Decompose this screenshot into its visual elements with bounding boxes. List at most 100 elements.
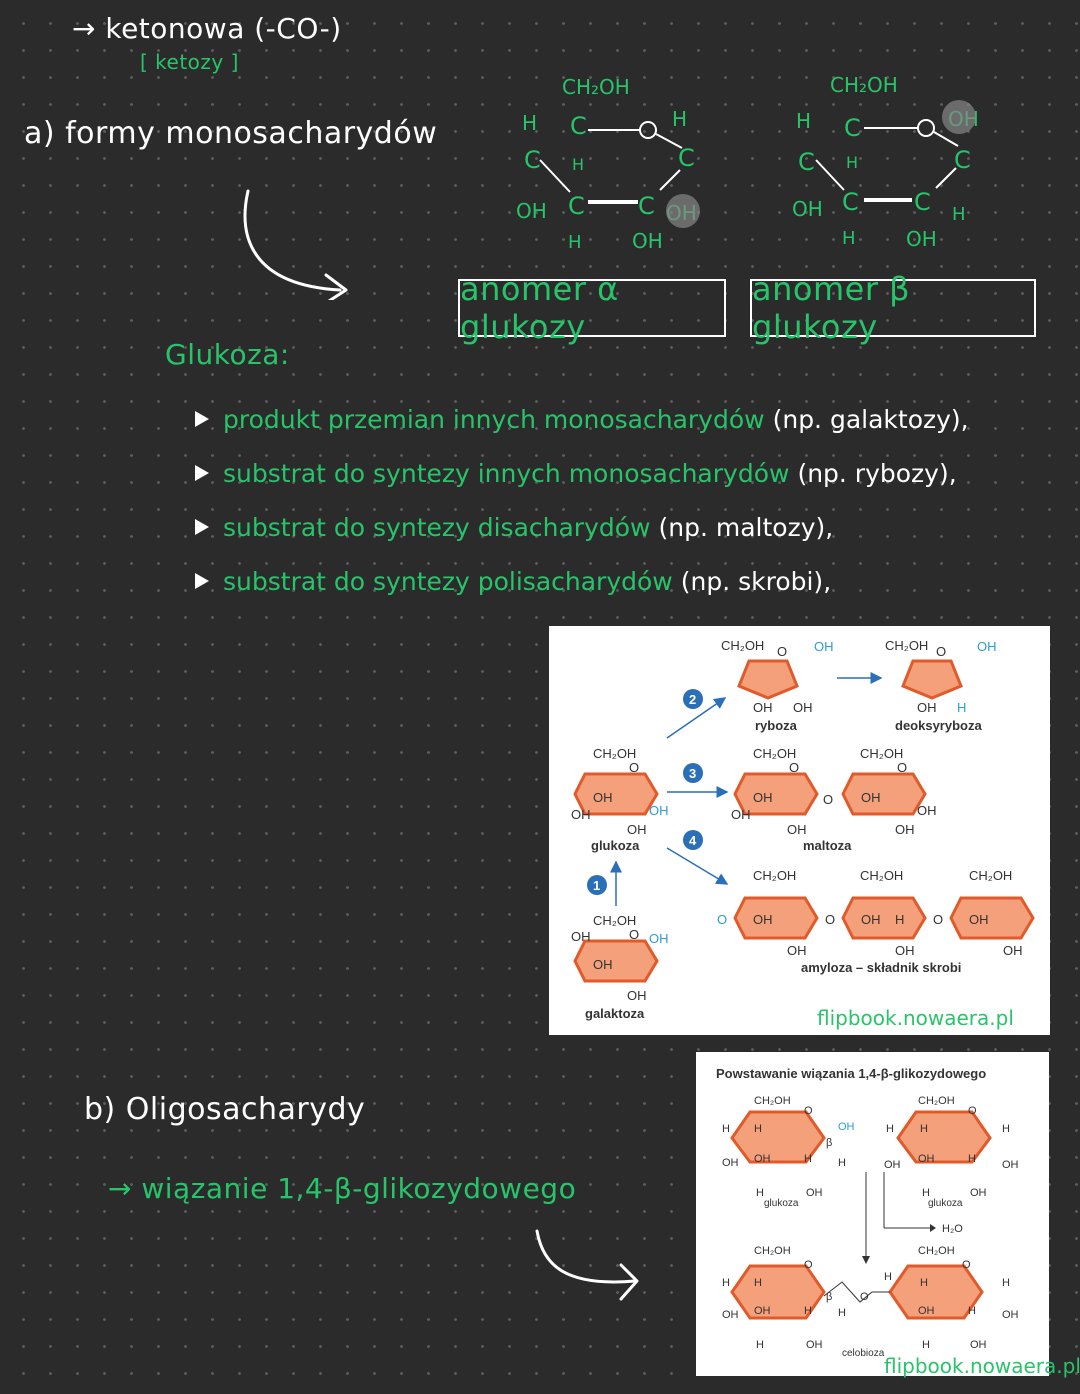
glukoza-bullets: produkt przemian innych monosacharydów (… (195, 392, 1055, 608)
alpha-anomer-label: anomer α glukozy (458, 270, 726, 346)
curved-arrow-icon (243, 189, 348, 300)
amylose-label: amyloza – składnik skrobi (801, 960, 961, 975)
beta-h-left: H (796, 109, 811, 133)
curved-arrow-icon-2 (535, 1229, 639, 1301)
galactose-label: galaktoza (585, 1006, 645, 1021)
alpha-oh-c4: OH (516, 199, 547, 223)
fig2-h-2: H (754, 1123, 762, 1135)
alpha-ch2oh: CH₂OH (562, 75, 630, 99)
bullet-green-text: substrat do syntezy innych monosacharydó… (223, 458, 790, 488)
step-4: 4 (689, 833, 697, 848)
fig2-o-2: O (968, 1105, 977, 1117)
fig2-oh-5: OH (884, 1159, 901, 1171)
beta-h-c3: H (842, 228, 856, 249)
deoxyribose-label: deoksyryboza (895, 718, 982, 733)
fig2-ch2oh-2: CH₂OH (918, 1095, 955, 1107)
beta-ch2oh: CH₂OH (830, 73, 898, 97)
fig2-oh-13: OH (806, 1339, 823, 1351)
bullet-triangle-icon (195, 465, 209, 481)
bullet-green-text: produkt przemian innych monosacharydów (223, 404, 765, 434)
maltose-o-2: O (897, 760, 907, 775)
bullet-white-text: (np. galaktozy), (772, 404, 969, 434)
fig2-ch2oh-4: CH₂OH (918, 1245, 955, 1257)
ketozy-note: [ ketozy ] (140, 50, 239, 74)
amylose-ch2oh-3: CH₂OH (969, 868, 1012, 883)
amylose-oh-2: OH (861, 912, 881, 927)
ketonowa-note: → ketonowa (-CO-) (72, 12, 342, 45)
glucose-conversion-figure: CH₂OH O OH OH OH ryboza CH₂OH O OH OH H … (549, 626, 1050, 1035)
bullet-triangle-icon (195, 519, 209, 535)
figure2-source: flipbook.nowaera.pl (884, 1354, 1080, 1378)
beta-anomer-label: anomer β glukozy (750, 270, 1036, 346)
fig2-h-6: H (886, 1123, 894, 1135)
cellobiose-diagram: Powstawanie wiązania 1,4-β-glikozydowego… (716, 1066, 1019, 1359)
maltose-o-1: O (789, 760, 799, 775)
alpha-c5: C (570, 112, 587, 140)
galactose-oh-bottom: OH (627, 988, 647, 1003)
glucose-oh-bottom: OH (627, 822, 647, 837)
glucose-label: glukoza (591, 838, 640, 853)
galactose-oh-left: OH (571, 929, 591, 944)
fig2-oh-3: OH (838, 1121, 855, 1133)
deoxyribose-o: O (936, 644, 946, 659)
fig2-h-20: H (922, 1339, 930, 1351)
fig2-oh-10: OH (754, 1305, 771, 1317)
fig2-oh-14: OH (970, 1339, 987, 1351)
fig2-h-16: H (920, 1277, 928, 1289)
fig2-celobioza: celobioza (842, 1348, 885, 1359)
ribose-label: ryboza (755, 718, 798, 733)
step-2: 2 (689, 692, 696, 707)
maltose-ch2oh-1: CH₂OH (753, 746, 796, 761)
fig2-glukoza-2: glukoza (928, 1198, 963, 1209)
glucose-oh-inner: OH (593, 790, 613, 805)
fig2-h-5: H (756, 1187, 764, 1199)
amylose-oh-1: OH (753, 912, 773, 927)
amylose-o-left: O (717, 912, 727, 927)
glucose-oh-right: OH (649, 803, 669, 818)
beta-h-c5: H (846, 153, 858, 172)
ribose-o: O (777, 644, 787, 659)
glucose-oh-left: OH (571, 807, 591, 822)
beta-c2: C (914, 188, 931, 216)
figure1-source: flipbook.nowaera.pl (817, 1006, 1014, 1030)
glucose-conversion-diagram: CH₂OH O OH OH OH ryboza CH₂OH O OH OH H … (571, 638, 1035, 1021)
glucose-ch2oh: CH₂OH (593, 746, 636, 761)
bullet-white-text: (np. rybozy), (797, 458, 957, 488)
alpha-oh-c2: OH (632, 229, 663, 253)
fig2-oh-11: OH (918, 1305, 935, 1317)
fig2-oh-2: OH (754, 1153, 771, 1165)
bullet-green-text: substrat do syntezy disacharydów (223, 512, 651, 542)
beta-c4: C (798, 148, 815, 176)
deoxyribose-h: H (957, 700, 966, 715)
beta-c1: C (954, 146, 971, 174)
maltose-ch2oh-2: CH₂OH (860, 746, 903, 761)
galactose-ch2oh: CH₂OH (593, 913, 636, 928)
maltose-oh-1: OH (753, 790, 773, 805)
fig2-h-12: H (754, 1277, 762, 1289)
alpha-h-c3: H (568, 232, 582, 253)
step-3: 3 (689, 766, 696, 781)
fig2-h-10: H (922, 1187, 930, 1199)
fig2-ch2oh-3: CH₂OH (754, 1245, 791, 1257)
fig2-h-4: H (838, 1157, 846, 1169)
bullet-item: produkt przemian innych monosacharydów (… (195, 392, 1055, 446)
fig2-h-8: H (1002, 1123, 1010, 1135)
deoxyribose-oh-top: OH (977, 639, 997, 654)
fig2-h-1: H (722, 1123, 730, 1135)
fig2-h-14: H (838, 1307, 846, 1319)
deoxyribose-oh: OH (917, 700, 937, 715)
bullet-green-text: substrat do syntezy polisacharydów (223, 566, 673, 596)
cellobiose-figure: Powstawanie wiązania 1,4-β-glikozydowego… (696, 1052, 1049, 1376)
alpha-h-right: H (672, 107, 687, 131)
bullet-item: substrat do syntezy disacharydów (np. ma… (195, 500, 1055, 554)
step-1: 1 (593, 878, 600, 893)
galactose-oh-right: OH (649, 931, 669, 946)
deoxyribose-ch2oh: CH₂OH (885, 638, 928, 653)
amylose-oh-b3: OH (1003, 943, 1023, 958)
fig2-oh-7: OH (1002, 1159, 1019, 1171)
galactose-o: O (629, 927, 639, 942)
bullet-item: substrat do syntezy innych monosacharydó… (195, 446, 1055, 500)
fig2-h-13: H (804, 1305, 812, 1317)
fig2-glukoza-1: glukoza (764, 1198, 799, 1209)
fig2-ch2oh-1: CH₂OH (754, 1095, 791, 1107)
